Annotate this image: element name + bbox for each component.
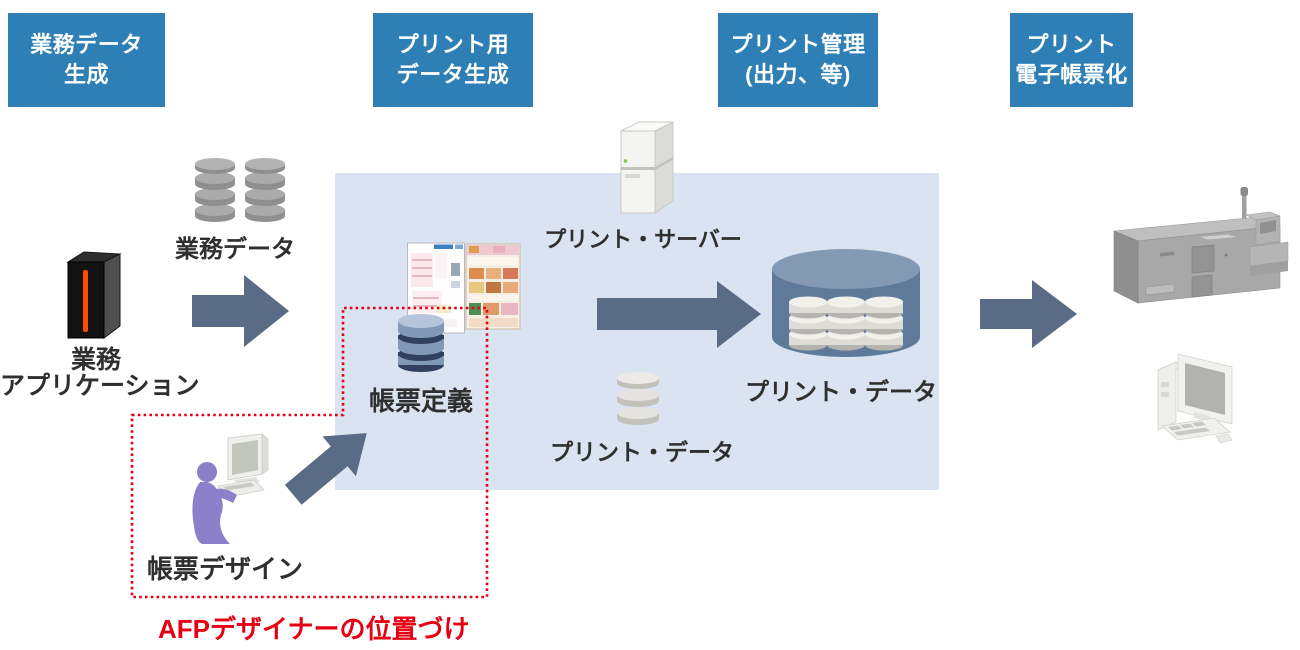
design-arrow-icon — [284, 433, 367, 505]
flow-arrow-icon — [980, 280, 1077, 348]
stage-header-line: 生成 — [63, 62, 109, 87]
stage-header-business-data: 業務データ 生成 — [8, 13, 165, 107]
form-definition-label: 帳票定義 — [368, 386, 473, 416]
print-data-store-label: プリント・データ — [745, 379, 937, 406]
print-server-icon — [620, 121, 674, 214]
designer-person-icon — [192, 433, 269, 544]
afp-scope-outline — [130, 306, 489, 599]
flow-arrow-icon — [192, 275, 289, 347]
afp-designer-caption: AFPデザイナーの位置づけ — [158, 614, 470, 644]
stage-header-print-management: プリント管理 (出力、等) — [718, 13, 878, 107]
business-app-server-icon — [66, 251, 122, 339]
production-printer-icon — [1113, 187, 1289, 304]
stage-header-print-eform: プリント 電子帳票化 — [1010, 13, 1133, 107]
form-design-label: 帳票デザイン — [147, 554, 304, 584]
print-server-label: プリント・サーバー — [544, 227, 742, 252]
form-definition-db-icon — [398, 314, 444, 372]
stage-header-line: データ生成 — [396, 62, 510, 87]
business-app-label-line1: 業務 — [70, 346, 121, 374]
stage-header-line: 電子帳票化 — [1015, 62, 1128, 87]
stage-header-line: 業務データ — [30, 31, 143, 57]
business-app-label-line2: アプリケーション — [0, 372, 200, 401]
stage-header-line: プリント管理 — [730, 31, 866, 57]
stage-header-line: (出力、等) — [745, 62, 851, 87]
print-data-container-icon — [772, 249, 920, 357]
print-data-db-icon — [617, 372, 659, 425]
viewer-computer-icon — [1157, 353, 1233, 444]
business-data-label: 業務データ — [175, 236, 295, 263]
business-data-db-icon — [195, 158, 285, 222]
flow-arrow-icon — [597, 281, 761, 348]
stage-header-print-data-gen: プリント用 データ生成 — [373, 13, 533, 107]
business-app-label: 業務 アプリケーション — [0, 346, 200, 401]
stage-header-line: プリント用 — [396, 31, 510, 57]
print-data-spool-label: プリント・データ — [550, 439, 734, 465]
stage-header-line: プリント — [1026, 31, 1117, 57]
